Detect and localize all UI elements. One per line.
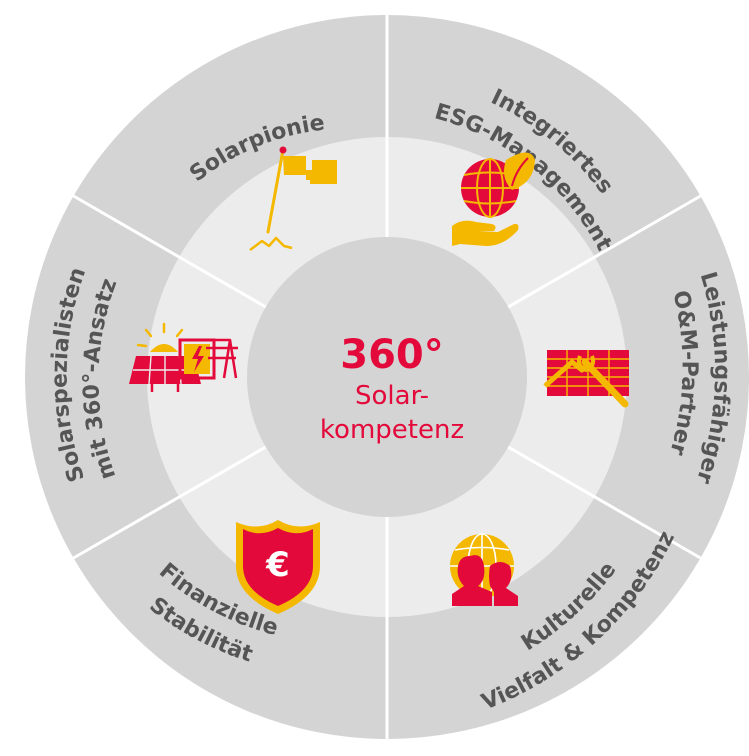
flag-icon xyxy=(249,146,337,251)
svg-text:€: € xyxy=(265,545,290,585)
globe-leaf-hand-icon xyxy=(452,152,535,246)
center-line-2: kompetenz xyxy=(320,415,464,445)
solar-plant-icon xyxy=(129,322,238,392)
globe-people-icon xyxy=(450,533,518,606)
center-value: 360° xyxy=(340,332,444,378)
euro-shield-icon: € xyxy=(236,520,320,614)
center-circle xyxy=(247,237,527,517)
solar-panel-wrench-icon xyxy=(543,350,629,408)
center-line-1: Solar- xyxy=(355,381,429,411)
